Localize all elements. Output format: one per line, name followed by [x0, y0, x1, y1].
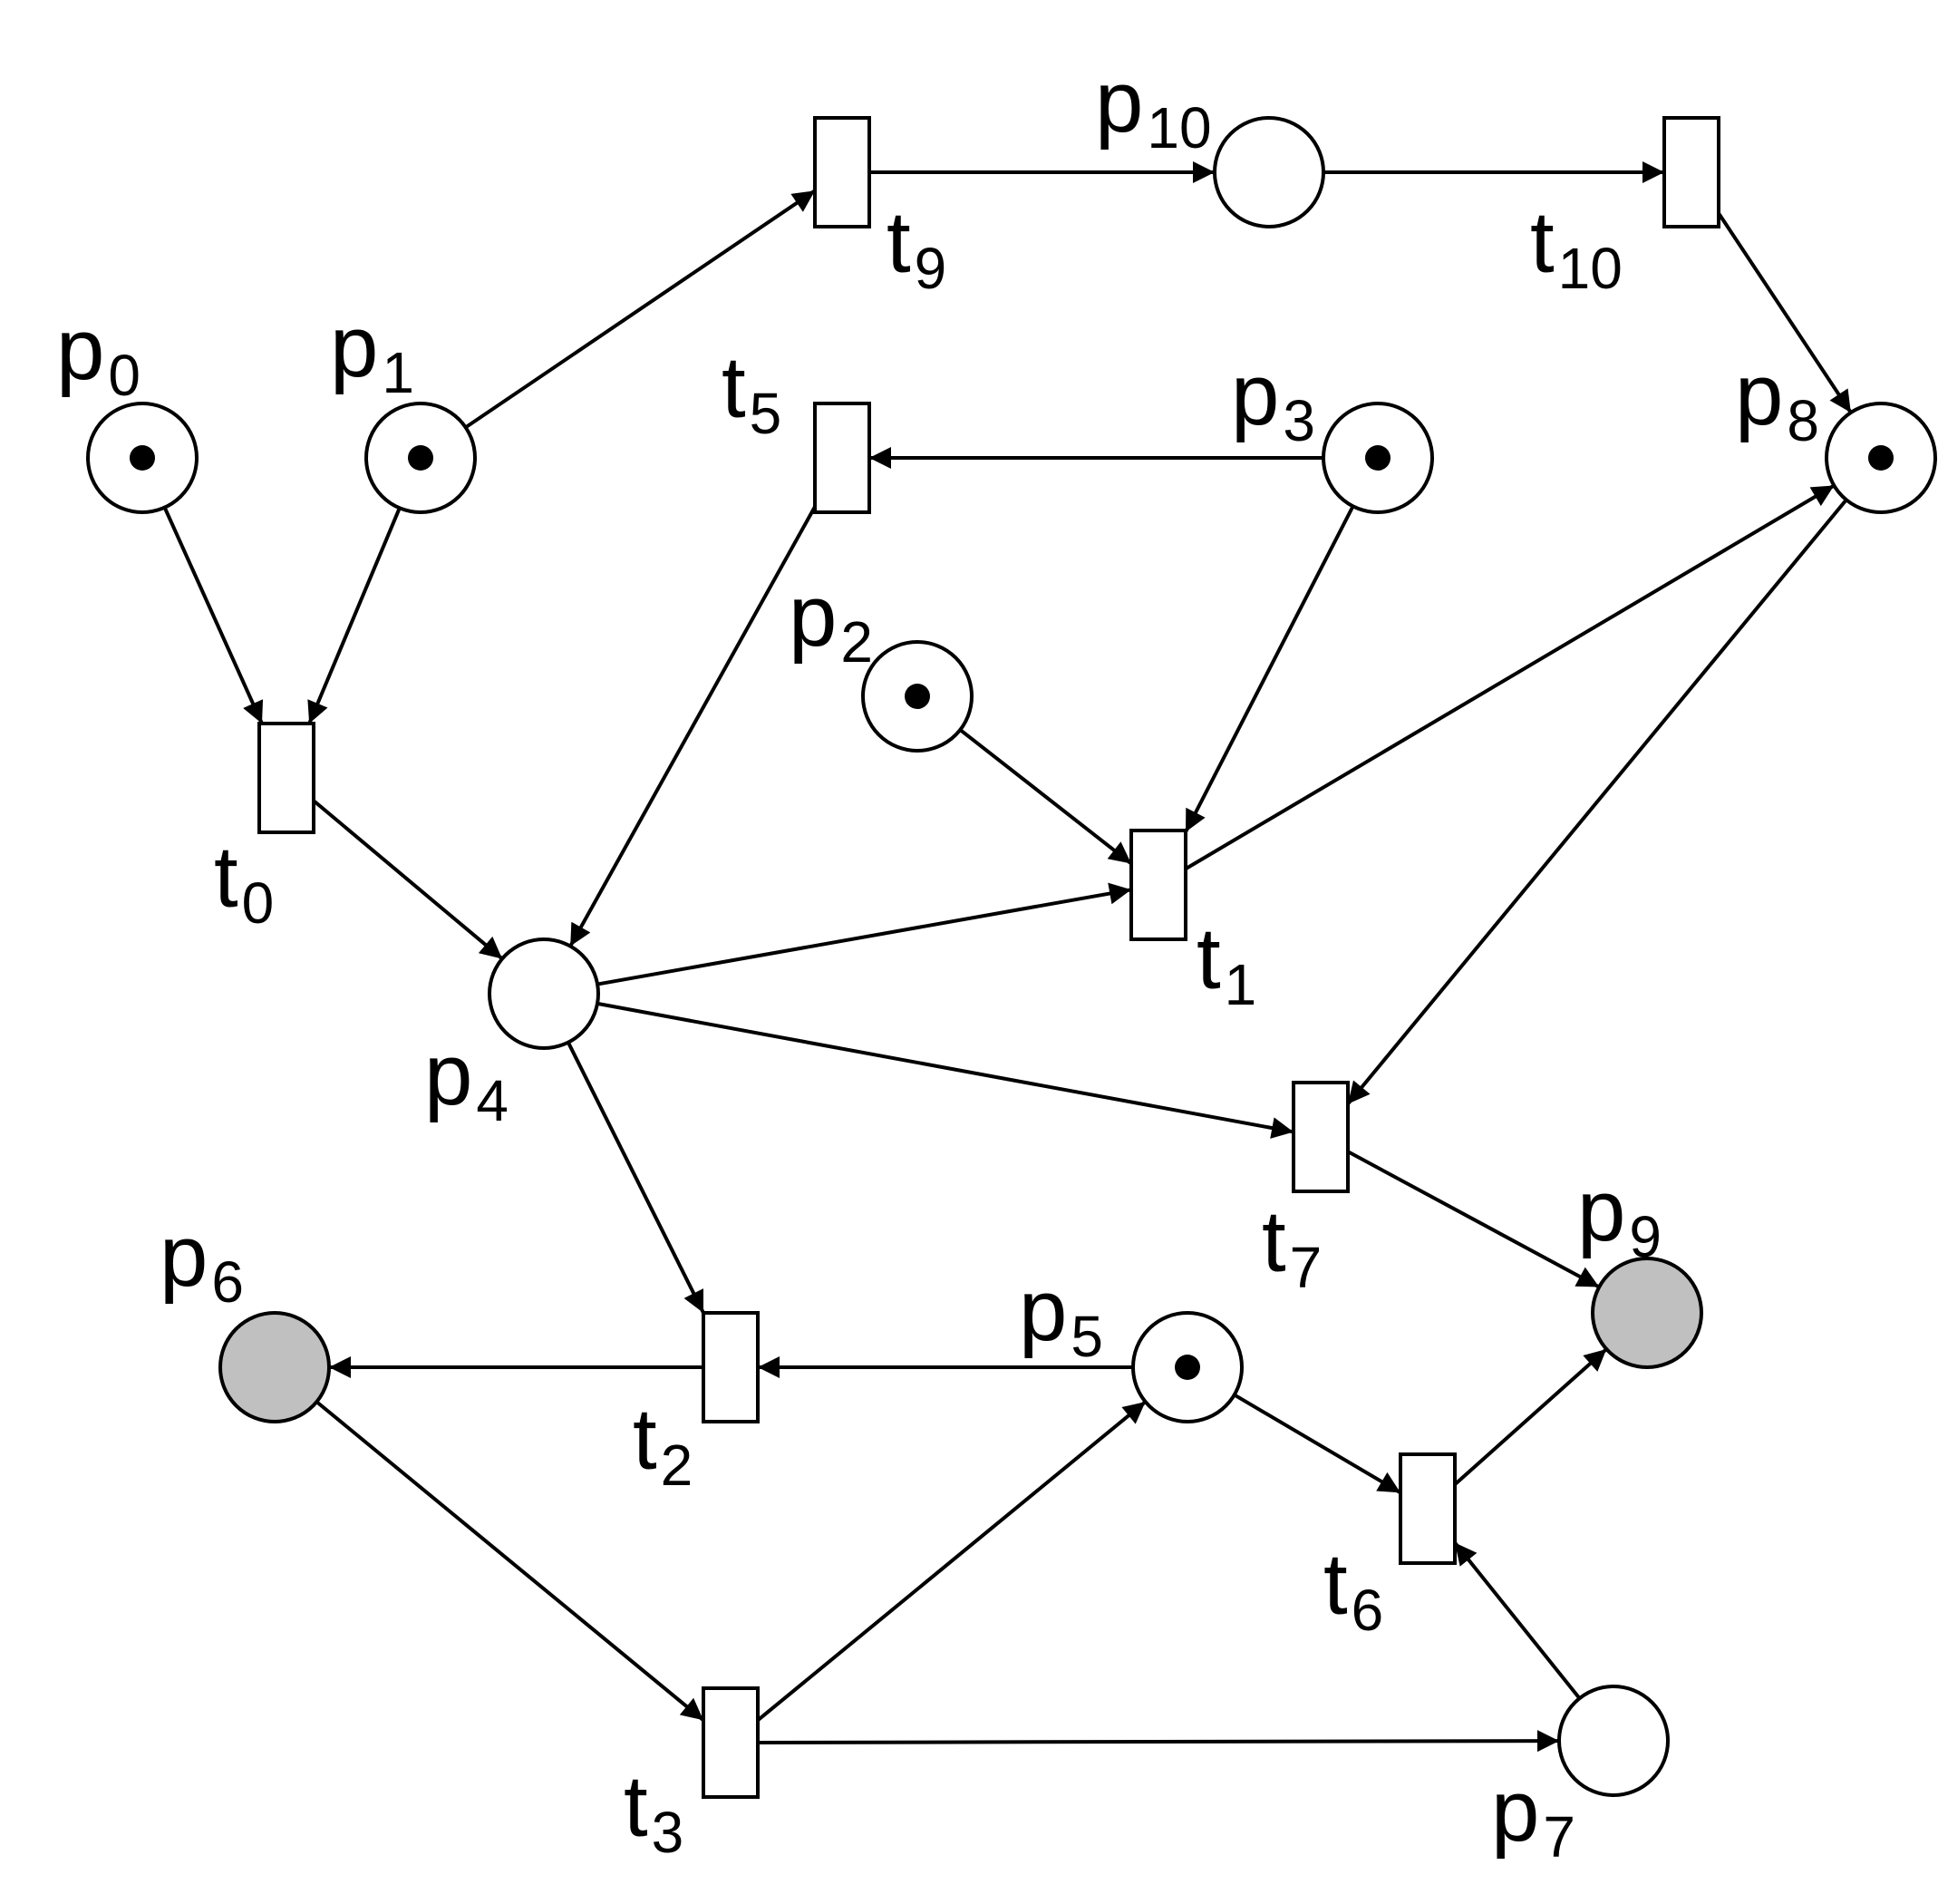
label-t3: t3 [624, 1758, 683, 1865]
place-p7[interactable] [1557, 1685, 1670, 1797]
arc-t10-p8 [1717, 212, 1853, 414]
arc-p4-t1 [596, 882, 1132, 986]
transition-t9[interactable] [813, 116, 871, 228]
label-p6: p6 [160, 1208, 244, 1315]
label-t7: t7 [1262, 1193, 1322, 1300]
arc-p5-t6 [1233, 1393, 1402, 1495]
token-p5 [1175, 1355, 1200, 1380]
arcs-layer [162, 161, 1853, 1753]
label-t9: t9 [887, 194, 946, 301]
label-t2: t2 [633, 1391, 693, 1498]
place-p4[interactable] [488, 937, 600, 1050]
label-t6: t6 [1323, 1536, 1383, 1643]
arc-t1-p8 [1184, 483, 1836, 870]
label-p9: p9 [1577, 1162, 1662, 1269]
arc-t3-p7 [757, 1730, 1560, 1753]
label-p4: p4 [424, 1026, 509, 1133]
arc-p2-t1 [959, 728, 1133, 866]
label-t1: t1 [1197, 910, 1256, 1017]
token-p2 [905, 684, 930, 709]
arc-p3-t1 [1184, 505, 1355, 833]
arc-p6-t3 [315, 1400, 705, 1722]
nodes-layer [86, 116, 1937, 1799]
transition-t5[interactable] [813, 402, 871, 514]
token-p8 [1868, 445, 1894, 471]
label-p5: p5 [1019, 1262, 1103, 1369]
transition-t7[interactable] [1292, 1081, 1350, 1193]
arc-p0-t0 [162, 506, 264, 724]
arc-t6-p9 [1453, 1347, 1608, 1486]
label-p2: p2 [789, 568, 873, 675]
transition-t1[interactable] [1129, 829, 1187, 941]
transition-t2[interactable] [702, 1311, 760, 1423]
arc-t0-p4 [312, 799, 504, 960]
arc-p8-t7 [1346, 499, 1848, 1105]
labels-layer: p0 p1 p2 p3 p4 p5 p6 p7 p8 p9 p10 t0 t1 t2 t3 t5 t6 t7 t9 t… [56, 53, 1819, 1870]
arc-t5-p4 [568, 505, 817, 947]
place-p10[interactable] [1213, 116, 1325, 228]
label-p0: p0 [56, 301, 141, 408]
arc-t7-p9 [1347, 1150, 1601, 1289]
transition-t6[interactable] [1399, 1452, 1457, 1565]
transition-t10[interactable] [1662, 116, 1720, 228]
label-p7: p7 [1491, 1763, 1575, 1870]
label-p8: p8 [1735, 346, 1819, 453]
arc-p4-t7 [596, 1001, 1294, 1139]
token-p1 [408, 445, 433, 471]
arc-p4-t2 [567, 1041, 705, 1314]
place-p6[interactable] [218, 1311, 331, 1423]
transition-t3[interactable] [702, 1686, 760, 1799]
arc-t3-p5 [756, 1400, 1147, 1722]
arc-p1-t0 [307, 507, 402, 724]
token-p3 [1365, 445, 1391, 471]
label-t10: t10 [1530, 194, 1623, 301]
arc-p1-t9 [464, 189, 817, 430]
label-t5: t5 [722, 339, 781, 446]
label-p1: p1 [330, 298, 414, 405]
token-p0 [130, 445, 155, 471]
place-p9[interactable] [1591, 1257, 1703, 1369]
label-p10: p10 [1095, 53, 1212, 160]
label-t0: t0 [214, 829, 274, 936]
label-p3: p3 [1231, 346, 1315, 453]
transition-t0[interactable] [257, 722, 315, 834]
arc-p7-t6 [1453, 1541, 1582, 1700]
